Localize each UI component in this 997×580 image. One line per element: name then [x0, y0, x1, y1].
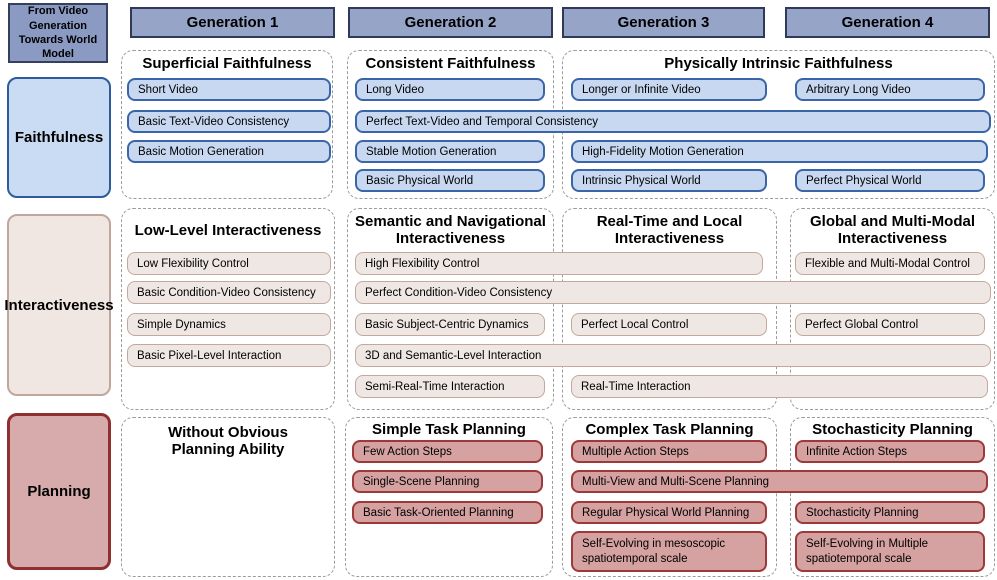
bar-basic-physical-world: Basic Physical World [355, 169, 545, 192]
bar-longer-or-infinite-video: Longer or Infinite Video [571, 78, 767, 101]
title-realtime-local-interactiveness: Real-Time and Local Interactiveness [596, 213, 743, 248]
bar-high-flexibility-control: High Flexibility Control [355, 252, 763, 275]
bar-flexible-multi-modal-control: Flexible and Multi-Modal Control [795, 252, 985, 275]
bar-real-time-interaction: Real-Time Interaction [571, 375, 988, 398]
bar-low-flexibility-control: Low Flexibility Control [127, 252, 331, 275]
title-consistent-faithfulness: Consistent Faithfulness [365, 55, 536, 72]
bar-stable-motion-generation: Stable Motion Generation [355, 140, 545, 163]
title-semantic-navigational-interactiveness: Semantic and Navigational Interactivenes… [355, 213, 546, 248]
panel-planning-gen1 [121, 417, 335, 577]
bar-perfect-global-control: Perfect Global Control [795, 313, 985, 336]
title-simple-task-planning: Simple Task Planning [372, 421, 526, 438]
bar-semi-real-time-interaction: Semi-Real-Time Interaction [355, 375, 545, 398]
header-generation-3: Generation 3 [562, 7, 765, 38]
title-complex-task-planning: Complex Task Planning [585, 421, 754, 438]
bar-basic-pixel-level-interaction: Basic Pixel-Level Interaction [127, 344, 331, 367]
bar-3d-semantic-level-interaction: 3D and Semantic-Level Interaction [355, 344, 991, 367]
bar-stochasticity-planning: Stochasticity Planning [795, 501, 985, 524]
bar-single-scene-planning: Single-Scene Planning [352, 470, 543, 493]
title-low-level-interactiveness: Low-Level Interactiveness [134, 222, 322, 239]
bar-infinite-action-steps: Infinite Action Steps [795, 440, 985, 463]
header-generation-2: Generation 2 [348, 7, 553, 38]
bar-arbitrary-long-video: Arbitrary Long Video [795, 78, 985, 101]
bar-perfect-condition-video-consistency: Perfect Condition-Video Consistency [355, 281, 991, 304]
bar-self-evolving-multiple: Self-Evolving in Multiple spatiotemporal… [795, 531, 985, 572]
title-without-obvious-planning-ability: Without Obvious Planning Ability [168, 424, 288, 459]
bar-multi-view-multi-scene-planning: Multi-View and Multi-Scene Planning [571, 470, 988, 493]
panel-interactiveness-gen1 [121, 208, 335, 410]
corner-title-box: From Video Generation Towards World Mode… [8, 3, 108, 63]
bar-regular-physical-world-planning: Regular Physical World Planning [571, 501, 767, 524]
bar-few-action-steps: Few Action Steps [352, 440, 543, 463]
bar-basic-text-video-consistency: Basic Text-Video Consistency [127, 110, 331, 133]
bar-perfect-physical-world: Perfect Physical World [795, 169, 985, 192]
bar-self-evolving-mesoscopic: Self-Evolving in mesoscopic spatiotempor… [571, 531, 767, 572]
bar-simple-dynamics: Simple Dynamics [127, 313, 331, 336]
bar-basic-task-oriented-planning: Basic Task-Oriented Planning [352, 501, 543, 524]
bar-long-video: Long Video [355, 78, 545, 101]
row-label-interactiveness: Interactiveness [4, 214, 114, 396]
title-stochasticity-planning: Stochasticity Planning [812, 421, 973, 438]
row-label-faithfulness: Faithfulness [7, 77, 111, 198]
title-global-multimodal-interactiveness: Global and Multi-Modal Interactiveness [810, 213, 975, 248]
row-label-planning: Planning [7, 413, 111, 570]
bar-basic-motion-generation: Basic Motion Generation [127, 140, 331, 163]
bar-perfect-local-control: Perfect Local Control [571, 313, 767, 336]
bar-basic-subject-centric-dynamics: Basic Subject-Centric Dynamics [355, 313, 545, 336]
bar-basic-condition-video-consistency: Basic Condition-Video Consistency [127, 281, 331, 304]
title-physically-intrinsic-faithfulness: Physically Intrinsic Faithfulness [664, 55, 893, 72]
title-superficial-faithfulness: Superficial Faithfulness [142, 55, 312, 72]
header-generation-1: Generation 1 [130, 7, 335, 38]
bar-intrinsic-physical-world: Intrinsic Physical World [571, 169, 767, 192]
bar-multiple-action-steps: Multiple Action Steps [571, 440, 767, 463]
bar-short-video: Short Video [127, 78, 331, 101]
bar-high-fidelity-motion-generation: High-Fidelity Motion Generation [571, 140, 988, 163]
header-generation-4: Generation 4 [785, 7, 990, 38]
bar-perfect-text-video-temporal-consistency: Perfect Text-Video and Temporal Consiste… [355, 110, 991, 133]
